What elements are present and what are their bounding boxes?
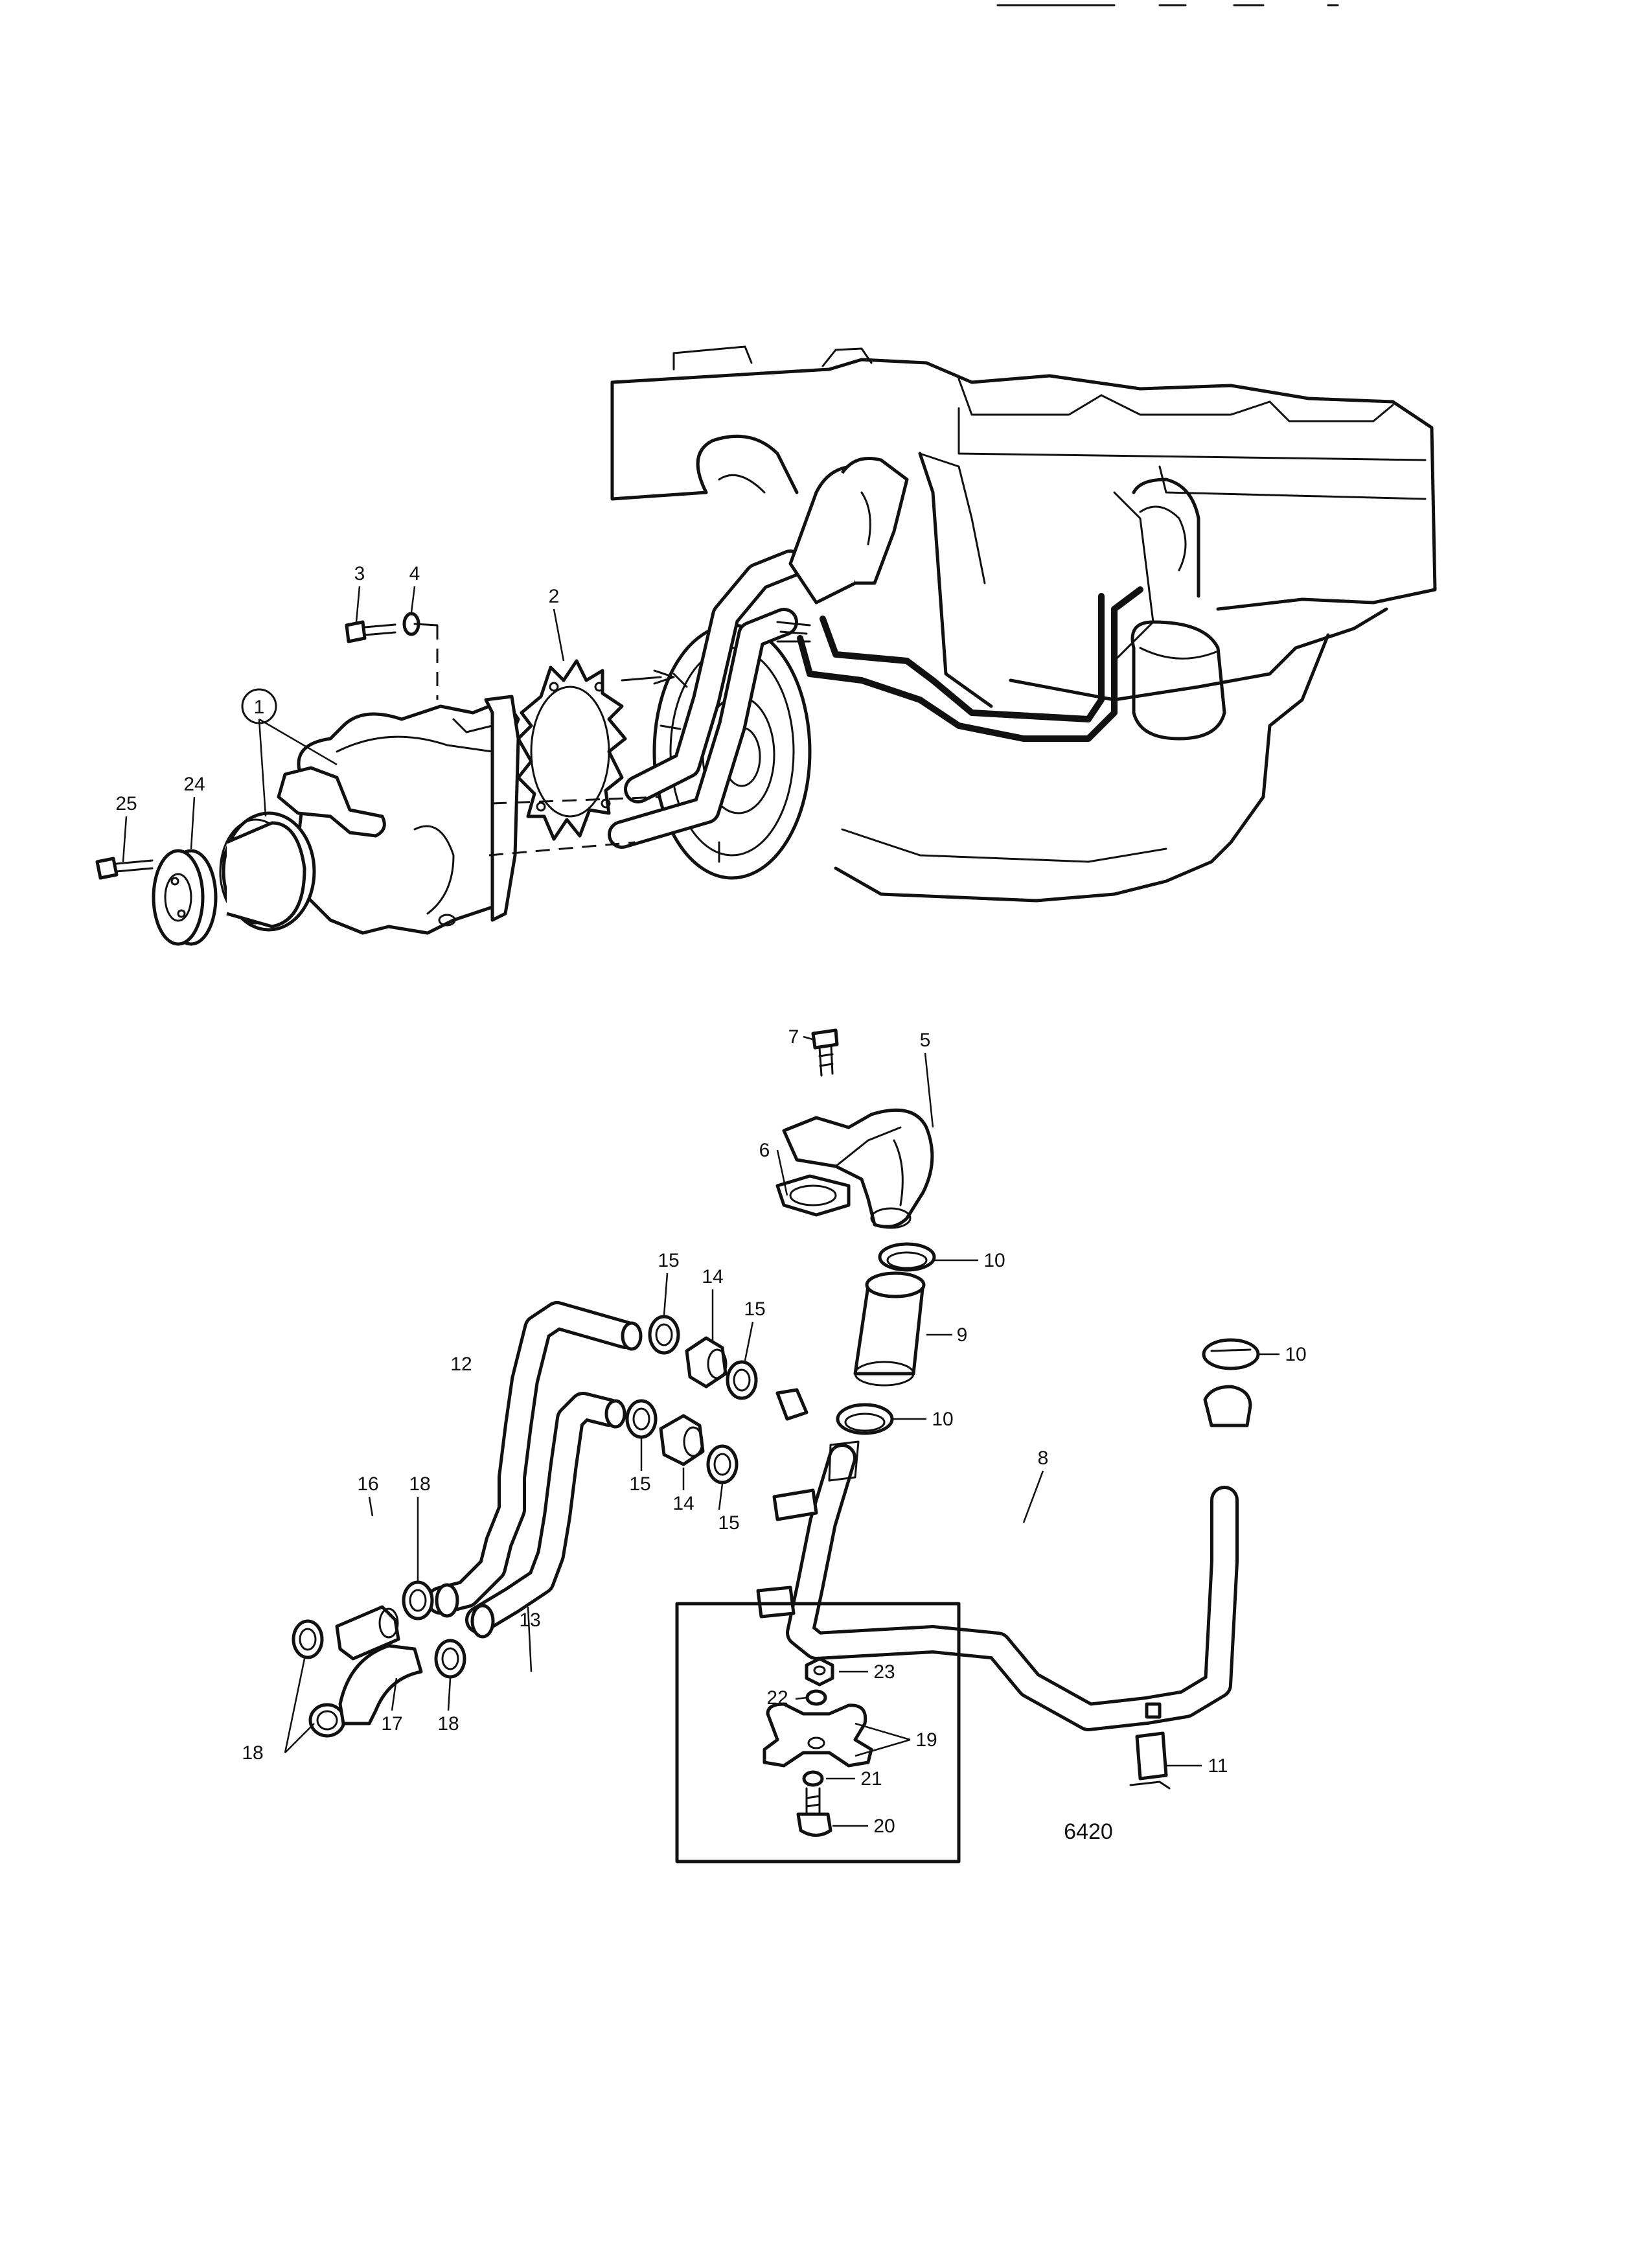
lower-hose-assembly (292, 1028, 1260, 1790)
callout-2: 2 (549, 586, 560, 607)
callout-10-middle: 10 (932, 1409, 953, 1430)
callout-14-upper: 14 (702, 1266, 723, 1287)
callout-17: 17 (381, 1713, 402, 1735)
callout-16: 16 (357, 1473, 378, 1495)
callout-labels: 1 2 3 4 5 6 7 8 9 10 10 10 11 12 13 14 1… (115, 563, 1306, 1844)
callout-10-right: 10 (1285, 1344, 1306, 1365)
callout-13: 13 (519, 1609, 540, 1631)
inset-box (675, 1602, 961, 1863)
callout-11: 11 (1208, 1755, 1228, 1777)
callout-4: 4 (409, 563, 420, 584)
callout-9: 9 (957, 1324, 968, 1346)
callout-8: 8 (1038, 1447, 1049, 1469)
callout-6: 6 (759, 1140, 770, 1161)
callout-19: 19 (915, 1729, 937, 1751)
engine-block (610, 345, 1437, 903)
callout-18-left: 18 (242, 1742, 263, 1764)
engine-hoses (608, 457, 1143, 849)
callout-24: 24 (183, 774, 205, 795)
callout-21: 21 (860, 1768, 882, 1790)
callout-18-bottom: 18 (437, 1713, 459, 1735)
water-pump-assembly (95, 612, 675, 946)
callout-3: 3 (354, 563, 365, 584)
callout-1: 1 (254, 697, 265, 718)
callout-12: 12 (450, 1354, 472, 1375)
callout-25: 25 (115, 793, 137, 814)
callout-23: 23 (873, 1661, 895, 1683)
callout-10-upper: 10 (983, 1250, 1005, 1271)
callout-5: 5 (920, 1030, 931, 1051)
callout-14-lower: 14 (672, 1493, 694, 1514)
callout-7: 7 (788, 1026, 799, 1048)
drawing-code: 6420 (1064, 1819, 1113, 1844)
leader-lines (122, 586, 1279, 1827)
callout-15-b: 15 (744, 1298, 765, 1320)
callout-15-c: 15 (629, 1473, 650, 1495)
callout-15-a: 15 (658, 1250, 679, 1271)
callout-18-top: 18 (409, 1473, 430, 1495)
callout-15-d: 15 (718, 1512, 739, 1534)
callout-20: 20 (873, 1816, 895, 1837)
callout-22: 22 (766, 1687, 788, 1709)
